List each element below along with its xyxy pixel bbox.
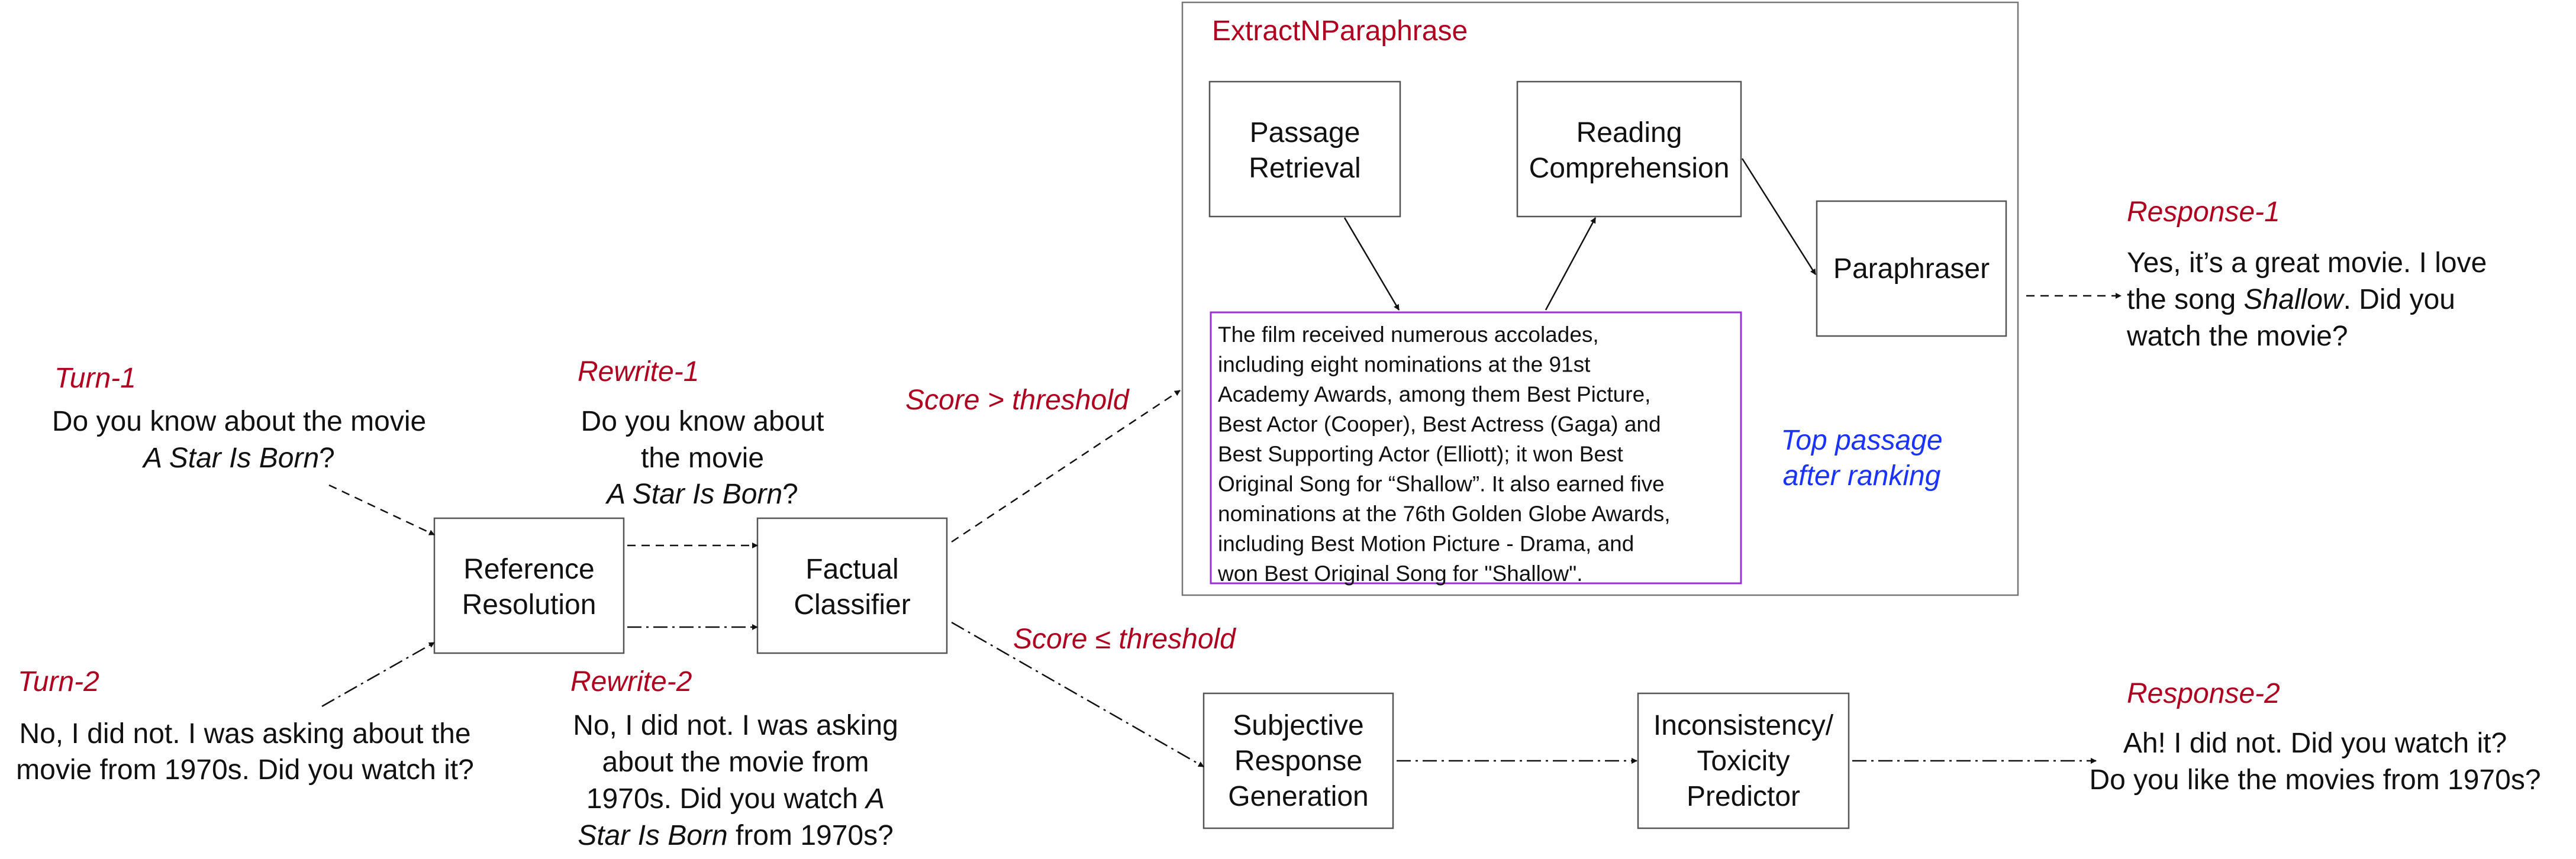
- rewrite-2-text-line-3: 1970s. Did you watch A: [586, 783, 885, 815]
- paraphraser-box: Paraphraser: [1816, 200, 2007, 337]
- turn-1-label: Turn-1: [54, 363, 136, 394]
- score-above-threshold-label: Score > threshold: [905, 385, 1130, 416]
- factual-classifier-label-1: Factual: [805, 554, 898, 585]
- inconsistency-toxicity-label-3: Predictor: [1687, 781, 1800, 812]
- response-2-text-line-1: Ah! I did not. Did you watch it?: [2123, 728, 2507, 759]
- passage-line: Academy Awards, among them Best Picture,: [1218, 382, 1650, 406]
- score-below-threshold-label: Score ≤ threshold: [1013, 624, 1236, 655]
- reading-comprehension-box: Reading Comprehension: [1516, 80, 1742, 218]
- turn-1-text-line-2: A Star Is Born?: [141, 443, 335, 474]
- passage-line: nominations at the 76th Golden Globe Awa…: [1218, 502, 1670, 526]
- subjective-response-generation-box: Subjective Response Generation: [1202, 692, 1394, 829]
- edge-classifier-to-extractnparaphrase: [951, 389, 1181, 543]
- passage-line: won Best Original Song for "Shallow".: [1217, 561, 1583, 586]
- factual-classifier-label-2: Classifier: [794, 589, 910, 621]
- rewrite-2-label: Rewrite-2: [570, 666, 692, 697]
- subjective-response-generation-label-3: Generation: [1228, 781, 1369, 812]
- reading-comprehension-label-1: Reading: [1576, 117, 1682, 148]
- edge-retrieval-to-passage: [1343, 217, 1400, 311]
- reference-resolution-box: Reference Resolution: [433, 517, 625, 654]
- top-passage-annotation-line-1: Top passage: [1781, 425, 1942, 456]
- passage-line: Original Song for “Shallow”. It also ear…: [1218, 472, 1665, 496]
- passage-line: Best Actor (Cooper), Best Actress (Gaga)…: [1218, 412, 1661, 437]
- response-1-text-line-2: the song Shallow. Did you: [2127, 284, 2455, 315]
- response-1-text-line-1: Yes, it’s a great movie. I love: [2127, 247, 2487, 279]
- rewrite-2-text-line-4: Star Is Born from 1970s?: [578, 820, 894, 851]
- module-title: ExtractNParaphrase: [1212, 15, 1468, 47]
- inconsistency-toxicity-label-1: Inconsistency/: [1653, 710, 1834, 741]
- subjective-response-generation-label-2: Response: [1234, 745, 1362, 777]
- subjective-response-generation-label-1: Subjective: [1233, 710, 1363, 741]
- rewrite-1-text-line-3: A Star Is Born?: [605, 479, 798, 510]
- reading-comprehension-label-2: Comprehension: [1529, 153, 1730, 184]
- top-passage-annotation-line-2: after ranking: [1783, 460, 1941, 492]
- turn-2-label: Turn-2: [18, 666, 99, 697]
- top-passage-box: The film received numerous accolades, inc…: [1210, 311, 1742, 586]
- turn-2-text-line-2: movie from 1970s. Did you watch it?: [16, 754, 474, 786]
- response-2-label: Response-2: [2127, 678, 2280, 709]
- paraphraser-label: Paraphraser: [1833, 253, 1990, 285]
- edge-passage-to-reading-comprehension: [1545, 217, 1597, 311]
- passage-retrieval-label-2: Retrieval: [1249, 153, 1360, 184]
- rewrite-1-text-line-1: Do you know about: [581, 406, 824, 437]
- response-1-text-line-3: watch the movie?: [2126, 321, 2348, 352]
- passage-line: The film received numerous accolades,: [1218, 322, 1599, 347]
- passage-retrieval-box: Passage Retrieval: [1208, 80, 1401, 218]
- edge-turn1-to-reference-resolution: [328, 484, 435, 536]
- inconsistency-toxicity-predictor-box: Inconsistency/ Toxicity Predictor: [1637, 692, 1850, 829]
- reference-resolution-label-2: Resolution: [462, 589, 597, 621]
- passage-retrieval-label-1: Passage: [1250, 117, 1360, 148]
- turn-1-text-line-1: Do you know about the movie: [52, 406, 426, 437]
- passage-line: including Best Motion Picture - Drama, a…: [1218, 532, 1634, 556]
- response-2-text-line-2: Do you like the movies from 1970s?: [2089, 764, 2540, 796]
- rewrite-2-text-line-2: about the movie from: [602, 747, 869, 778]
- response-1-label: Response-1: [2127, 196, 2280, 228]
- inconsistency-toxicity-label-2: Toxicity: [1697, 745, 1790, 777]
- edge-classifier-to-subjective-generation: [951, 621, 1204, 768]
- rewrite-2-text-line-1: No, I did not. I was asking: [573, 710, 898, 741]
- rewrite-1-label: Rewrite-1: [578, 356, 699, 387]
- edge-reading-comprehension-to-paraphraser: [1741, 158, 1817, 275]
- passage-line: Best Supporting Actor (Elliott); it won …: [1218, 442, 1624, 466]
- reference-resolution-label-1: Reference: [463, 554, 594, 585]
- edge-turn2-to-reference-resolution: [321, 641, 435, 708]
- passage-line: including eight nominations at the 91st: [1218, 353, 1591, 377]
- turn-2-text-line-1: No, I did not. I was asking about the: [19, 718, 470, 750]
- factual-classifier-box: Factual Classifier: [756, 517, 948, 654]
- rewrite-1-text-line-2: the movie: [641, 443, 764, 474]
